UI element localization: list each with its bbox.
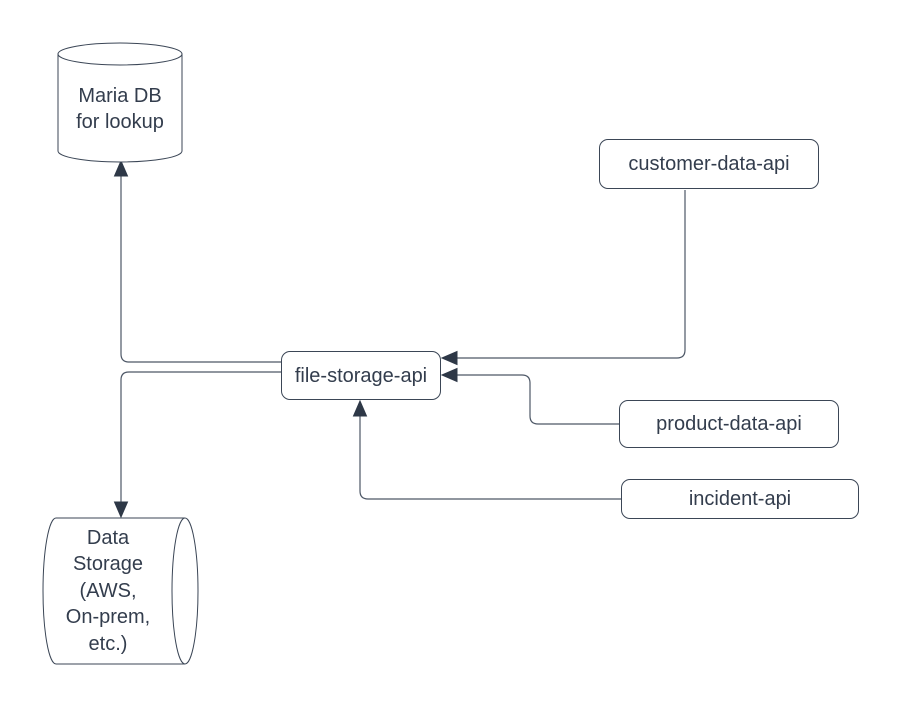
- node-maria-db-cylinder[interactable]: [57, 42, 183, 163]
- edge-incident-api-to-file-storage-api[interactable]: [352, 399, 622, 500]
- arrowhead-down-icon: [113, 501, 129, 519]
- cylinder-right-cap: [171, 517, 199, 665]
- node-incident-api[interactable]: incident-api: [621, 479, 859, 519]
- edge-file-storage-api-to-maria-db[interactable]: [113, 159, 282, 363]
- node-label-data-storage: Data Storage (AWS, On-prem, etc.): [65, 526, 151, 655]
- edge-customer-data-api-to-file-storage-api[interactable]: [440, 190, 686, 366]
- node-label-product-data-api: product-data-api: [656, 413, 802, 435]
- node-data-storage-cylinder[interactable]: [42, 517, 199, 665]
- edge-file-storage-api-to-data-storage[interactable]: [113, 371, 282, 519]
- arrowhead-up-icon: [352, 399, 368, 417]
- node-label-file-storage-api: file-storage-api: [294, 364, 428, 387]
- cylinder-top-cap: [57, 53, 183, 66]
- arrowhead-left-icon: [440, 367, 458, 383]
- node-label-maria-db: Maria DB for lookup: [76, 84, 164, 134]
- node-file-storage-api[interactable]: file-storage-api: [281, 351, 441, 400]
- node-label-customer-data-api: customer-data-api: [628, 153, 790, 175]
- node-product-data-api[interactable]: product-data-api: [619, 400, 839, 448]
- arrowhead-left-icon: [440, 350, 458, 366]
- arrowhead-up-icon: [113, 159, 129, 177]
- node-label-incident-api: incident-api: [688, 488, 792, 510]
- edge-product-data-api-to-file-storage-api[interactable]: [440, 367, 619, 425]
- node-customer-data-api[interactable]: customer-data-api: [599, 139, 819, 189]
